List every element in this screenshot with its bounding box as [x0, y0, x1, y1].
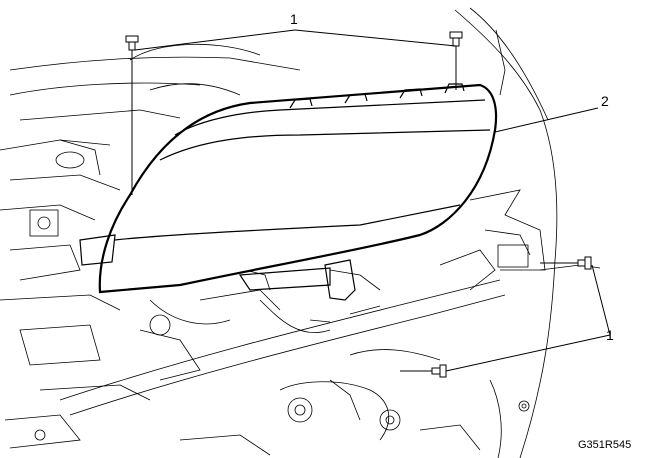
callout-leaders — [134, 29, 611, 372]
bolt-right-icon — [540, 256, 592, 270]
callout-1-top: 1 — [290, 11, 298, 27]
bolt-top-right-icon — [449, 31, 463, 90]
figure-id: G351R545 — [578, 439, 631, 451]
callout-2-headlamp: 2 — [601, 93, 609, 109]
engine-bay-line-art — [0, 7, 601, 458]
callout-1-right: 1 — [606, 327, 614, 343]
bolt-top-left-icon — [125, 35, 139, 195]
headlamp-assembly — [79, 83, 498, 301]
bolt-lower-icon — [400, 364, 447, 378]
